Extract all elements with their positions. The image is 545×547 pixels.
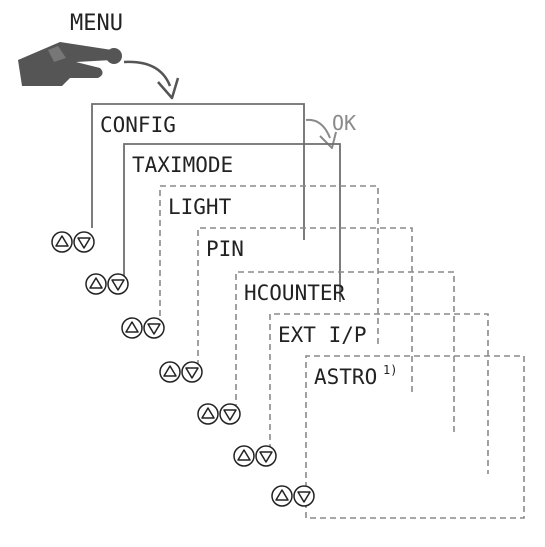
nav-button-pair — [160, 362, 202, 382]
menu-label: MENU — [70, 11, 123, 36]
screen-hcounter: HCOUNTER — [236, 272, 454, 432]
down-arrow-button-icon[interactable] — [144, 318, 164, 338]
nav-button-pair — [234, 446, 276, 466]
screen-label: ASTRO — [314, 365, 377, 389]
screen-label: TAXIMODE — [132, 153, 233, 177]
screen-footnote: 1) — [383, 363, 397, 377]
up-arrow-button-icon[interactable] — [160, 362, 180, 382]
up-arrow-button-icon[interactable] — [86, 274, 106, 294]
pointing-hand-icon — [18, 42, 122, 86]
screen-label: HCOUNTER — [244, 281, 346, 305]
menu-button-dot — [106, 48, 122, 64]
screen-label: LIGHT — [168, 195, 232, 219]
screen-ext-i-p: EXT I/P — [270, 314, 488, 474]
nav-button-pair — [52, 232, 94, 252]
screen-astro: ASTRO 1) — [306, 356, 524, 518]
down-arrow-button-icon[interactable] — [220, 404, 240, 424]
nav-button-pair — [198, 404, 240, 424]
down-arrow-button-icon[interactable] — [108, 274, 128, 294]
up-arrow-button-icon[interactable] — [198, 404, 218, 424]
nav-button-pair — [272, 486, 314, 506]
screen-label: EXT I/P — [278, 323, 367, 347]
down-arrow-button-icon[interactable] — [294, 486, 314, 506]
screen-label: PIN — [206, 237, 244, 261]
press-arrow-icon — [124, 62, 178, 98]
down-arrow-button-icon[interactable] — [74, 232, 94, 252]
screen-label: CONFIG — [100, 113, 176, 137]
up-arrow-button-icon[interactable] — [272, 486, 292, 506]
down-arrow-button-icon[interactable] — [256, 446, 276, 466]
screen-pin: PIN — [198, 228, 412, 392]
nav-button-pairs — [52, 232, 314, 506]
nav-button-pair — [86, 274, 128, 294]
down-arrow-button-icon[interactable] — [182, 362, 202, 382]
up-arrow-button-icon[interactable] — [52, 232, 72, 252]
screen-taximode: TAXIMODE — [124, 144, 340, 302]
ok-label: OK — [332, 111, 356, 135]
up-arrow-button-icon[interactable] — [122, 318, 142, 338]
nav-button-pair — [122, 318, 164, 338]
up-arrow-button-icon[interactable] — [234, 446, 254, 466]
